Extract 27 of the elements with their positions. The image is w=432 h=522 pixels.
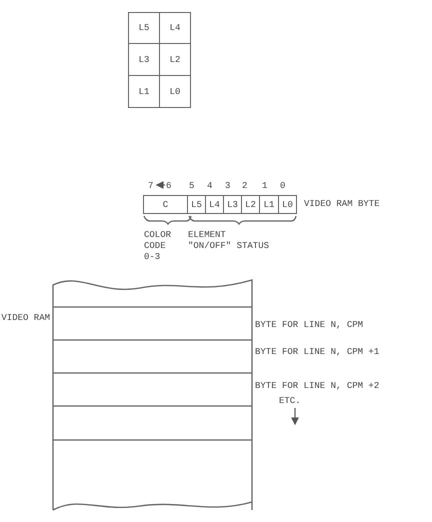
bit-cell: C	[143, 195, 188, 214]
row-label: BYTE FOR LINE N, CPM +1	[255, 347, 380, 358]
memory-label: VIDEO RAM	[0, 313, 50, 324]
field-label: COLOR CODE 0-3	[144, 230, 172, 263]
row-label: BYTE FOR LINE N, CPM +2	[255, 381, 380, 392]
bit-number: 5	[189, 181, 194, 192]
bit-number: 4	[207, 181, 212, 192]
bit-number: 1	[262, 181, 268, 192]
bit-number: 6	[166, 181, 172, 192]
bit-number: 3	[225, 181, 230, 192]
continuation-note: ETC.	[279, 396, 301, 407]
bit-cell: L4	[205, 195, 224, 214]
bit-number: 7	[148, 181, 154, 192]
bit-cell: L3	[223, 195, 242, 214]
bit-cell: L5	[187, 195, 206, 214]
bit-cell: L1	[128, 75, 160, 108]
bit-cell: L1	[259, 195, 279, 214]
bit-cell: L2	[241, 195, 260, 214]
byte-label: VIDEO RAM BYTE	[304, 199, 380, 210]
bit-number: 2	[242, 181, 248, 192]
bit-cell: L0	[159, 75, 191, 108]
bit-cell: L4	[159, 12, 191, 44]
row-label: BYTE FOR LINE N, CPM	[255, 320, 364, 331]
field-label: ELEMENT "ON/OFF" STATUS	[188, 230, 270, 252]
bit-cell: L5	[128, 12, 160, 44]
bit-number: 0	[280, 181, 286, 192]
bit-cell: L0	[278, 195, 297, 214]
